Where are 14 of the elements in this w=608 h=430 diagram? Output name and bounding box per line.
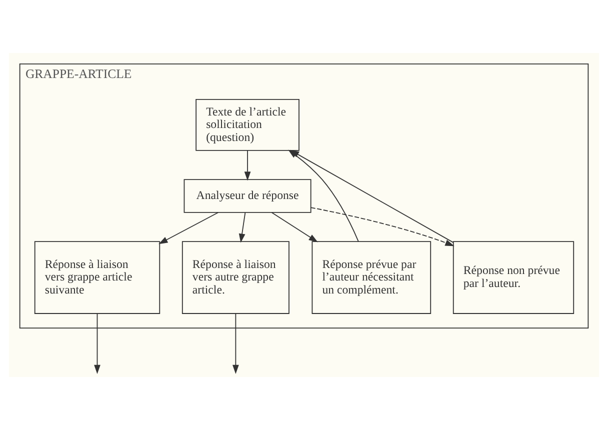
arrow <box>244 150 251 181</box>
arrow <box>94 313 100 374</box>
arrow <box>158 212 219 244</box>
node-box: Réponse à liaison vers grappe article suivante <box>34 241 160 314</box>
arrow <box>290 150 454 243</box>
arrow <box>310 207 454 246</box>
node-box: Réponse prévue par l’auteur nécessitant un complément. <box>312 241 432 314</box>
arrow <box>232 313 239 374</box>
arrow <box>271 212 318 242</box>
node-box: Réponse non prévue par l’auteur. <box>452 241 574 314</box>
node-box: Analyseur de réponse <box>184 179 312 213</box>
node-box: Réponse à liaison vers autre grappe article. <box>182 241 290 314</box>
node-box: Texte de l’article sollicitation (question) <box>196 99 300 151</box>
arrow <box>238 212 246 243</box>
